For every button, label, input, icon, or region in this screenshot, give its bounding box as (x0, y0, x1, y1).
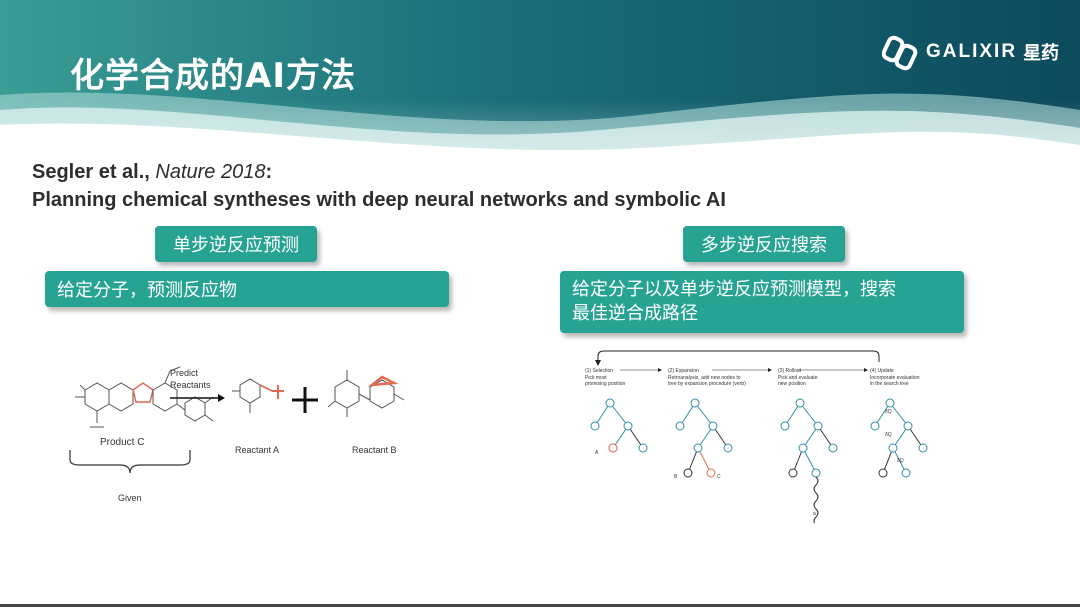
tree-node (590, 421, 600, 431)
tree-edge (889, 402, 909, 427)
tree-node (885, 398, 895, 408)
citation: Segler et al., Nature 2018: Planning che… (32, 158, 726, 214)
reactant-a-label: Reactant A (235, 445, 279, 455)
tree-node (675, 421, 685, 431)
tree-edge (694, 402, 714, 427)
logo-cn: 星药 (1023, 43, 1060, 64)
tree-node (780, 421, 790, 431)
product-label: Product C (100, 437, 144, 448)
given-label: Given (118, 493, 142, 503)
mcts-figure: (1) Selection Pick most promising positi… (585, 350, 928, 523)
plus-sign (292, 387, 318, 413)
tree-edge (802, 447, 817, 474)
mcts-trees (590, 398, 928, 523)
bottom-line (0, 604, 1080, 607)
tree-edge (892, 447, 907, 474)
retro-prediction-figure: Product C Given Predict Reactants Reacta… (69, 366, 405, 503)
step2-desc-2: tree by expansion procedure (verb) (668, 381, 746, 387)
step3-title: (3) Rollout (778, 368, 802, 374)
multi-step-description-line-2: 最佳逆合成路径 (572, 303, 698, 324)
tree-node (870, 421, 880, 431)
chain-link-icon (882, 35, 918, 71)
galixir-logo: GALIXIR 星药 (882, 30, 1062, 74)
multi-step-description: 给定分子以及单步逆反应预测模型，搜索 最佳逆合成路径 (560, 271, 964, 333)
slide-title: 化学合成的AI方法 (70, 56, 356, 96)
step1-desc-1: Pick most (585, 375, 607, 381)
predict-arrowhead (218, 394, 225, 402)
step2-title: (2) Expansion (668, 368, 699, 374)
tree-node (638, 443, 648, 453)
step4-desc-1: Incorporate evaluation (870, 375, 920, 381)
tree-node (605, 398, 615, 408)
reactant-a-molecule (232, 378, 284, 413)
step2-desc-1: Retroanalysis, add new nodes to (668, 375, 741, 381)
single-step-heading: 单步逆反应预测 (155, 226, 317, 262)
given-brace (69, 450, 191, 474)
tree-edge (799, 402, 819, 427)
step4-title: (4) Update (870, 368, 894, 374)
label-update-1: δQ (885, 409, 892, 415)
reactant-b-molecule (327, 370, 405, 417)
tree-node (723, 443, 733, 453)
rollout-path (813, 476, 819, 523)
label-rollout: a (813, 511, 816, 517)
multi-step-heading: 多步逆反应搜索 (683, 226, 845, 262)
step4-desc-2: in the search tree (870, 381, 909, 387)
tree-edge (697, 447, 712, 474)
loop-arrowhead (595, 360, 601, 366)
tree-node (708, 421, 718, 431)
label-c: C (717, 474, 721, 480)
header-banner (0, 0, 1080, 175)
step3-desc-1: Pick and evaluate (778, 375, 818, 381)
tree-node (683, 468, 693, 478)
arrow-label-2: Reactants (170, 380, 211, 390)
tree-node (903, 421, 913, 431)
tree-node (828, 443, 838, 453)
label-b: B (674, 474, 678, 480)
tree-edge (784, 402, 801, 427)
tree-edge (609, 402, 629, 427)
tree-node (813, 421, 823, 431)
loop-arrow (597, 350, 880, 362)
reactant-b-label: Reactant B (352, 445, 397, 455)
citation-journal: Nature 2018 (155, 161, 266, 183)
tree-node (608, 443, 618, 453)
tree-edge (594, 402, 611, 427)
tree-node (888, 443, 898, 453)
arrow-label-1: Predict (170, 368, 199, 378)
tree-node (788, 468, 798, 478)
tree-edge (874, 402, 891, 427)
citation-colon: : (265, 161, 273, 183)
step3-desc-2: new position (778, 381, 806, 387)
single-step-description: 给定分子，预测反应物 (45, 271, 449, 307)
label-update-2: δQ (885, 432, 892, 438)
tree-node (901, 468, 911, 478)
tree-node (811, 468, 821, 478)
tree-node (918, 443, 928, 453)
tree-node (623, 421, 633, 431)
tree-node (878, 468, 888, 478)
citation-authors: Segler et al., (32, 161, 156, 183)
logo-text: GALIXIR (926, 41, 1018, 62)
multi-step-description-line-1: 给定分子以及单步逆反应预测模型，搜索 (572, 279, 896, 300)
step1-desc-2: promising position (585, 381, 626, 387)
paper-title: Planning chemical syntheses with deep ne… (32, 189, 726, 211)
tree-edge (679, 402, 696, 427)
label-a: A (595, 450, 599, 456)
step1-title: (1) Selection (585, 368, 613, 374)
tree-node (798, 443, 808, 453)
tree-node (795, 398, 805, 408)
tree-node (690, 398, 700, 408)
label-update-3: δQ (897, 458, 904, 464)
tree-node (706, 468, 716, 478)
tree-node (693, 443, 703, 453)
